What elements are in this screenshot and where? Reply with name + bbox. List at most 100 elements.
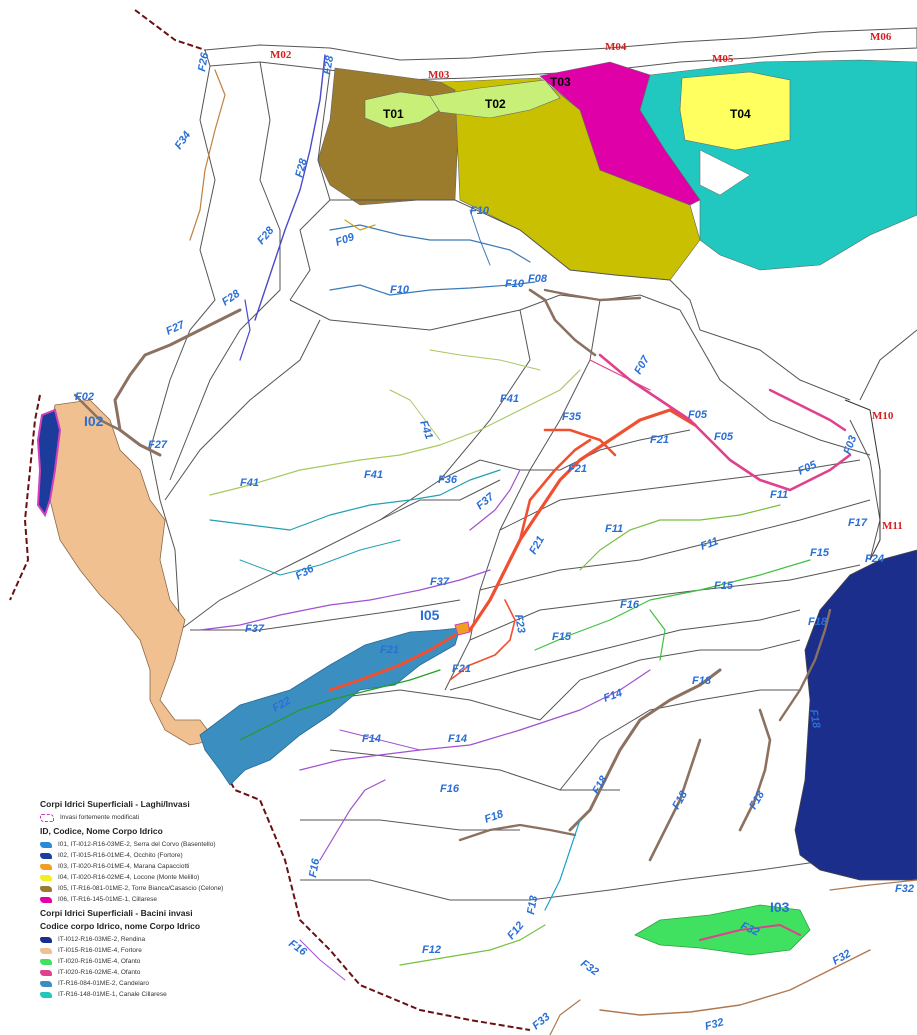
legend-basin-item: IT-I020-R16-02ME-4, Ofanto (40, 967, 290, 978)
zone-t01-core (364, 91, 441, 129)
legend-lake-swatch (40, 841, 52, 848)
map-legend: Corpi Idrici Superficiali - Laghi/Invasi… (40, 796, 290, 1000)
legend-lake-item: I02, IT-I015-R16-01ME-4, Occhito (Fortor… (40, 850, 290, 861)
zone-t02-core (429, 79, 561, 119)
svg-text:F17: F17 (848, 517, 868, 529)
svg-text:F14: F14 (362, 733, 381, 745)
svg-text:T03: T03 (550, 75, 571, 89)
legend-lake-list: I01, IT-I012-R16-03ME-2, Serra del Corvo… (40, 839, 290, 905)
svg-text:F21: F21 (650, 434, 669, 446)
svg-text:F05: F05 (688, 409, 708, 421)
svg-text:F37: F37 (245, 623, 265, 635)
svg-text:F27: F27 (148, 439, 168, 451)
svg-text:F21: F21 (452, 663, 471, 675)
svg-text:F21: F21 (568, 463, 587, 475)
legend-lake-item: I04, IT-I020-R16-02ME-4, Locone (Monte M… (40, 872, 290, 883)
legend-basin-label: IT-I020-R16-02ME-4, Ofanto (58, 969, 141, 976)
svg-text:F32: F32 (704, 1016, 725, 1033)
legend-lake-label: I01, IT-I012-R16-03ME-2, Serra del Corvo… (58, 841, 216, 848)
svg-text:F02: F02 (75, 391, 94, 403)
legend-basin-swatch (40, 958, 52, 965)
svg-text:F35: F35 (562, 411, 582, 423)
legend-title-lakes: Corpi Idrici Superficiali - Laghi/Invasi (40, 799, 190, 809)
legend-basin-label: IT-I015-R16-01ME-4, Fortore (58, 947, 142, 954)
zone-t01-area (317, 67, 461, 206)
svg-text:F32: F32 (895, 883, 914, 895)
svg-text:F14: F14 (448, 733, 467, 745)
lake-i05-core (454, 621, 471, 636)
svg-text:F36: F36 (438, 474, 458, 486)
invasi-swatch (40, 813, 54, 822)
svg-text:T02: T02 (485, 97, 506, 111)
svg-text:M11: M11 (882, 520, 903, 532)
legend-lake-swatch (40, 874, 52, 881)
legend-basin-item: IT-I020-R16-01ME-4, Ofanto (40, 956, 290, 967)
legend-invasi-label: Invasi fortemente modificati (60, 814, 140, 821)
svg-text:F26: F26 (196, 51, 211, 73)
svg-text:F11: F11 (605, 523, 623, 535)
legend-subtitle-lakes: ID, Codice, Nome Corpo Idrico (40, 826, 163, 836)
svg-text:F41: F41 (240, 477, 259, 489)
svg-text:F15: F15 (714, 580, 734, 592)
legend-lake-swatch (40, 885, 52, 892)
svg-text:T04: T04 (730, 107, 751, 121)
legend-basin-swatch (40, 991, 52, 998)
legend-basin-label: IT-R16-148-01ME-1, Canale Cillarese (58, 991, 167, 998)
svg-text:M05: M05 (712, 53, 734, 65)
svg-text:F15: F15 (552, 631, 572, 643)
lake-labels: I02 I03 I05 (84, 413, 790, 915)
svg-text:F15: F15 (810, 547, 830, 559)
legend-lake-label: I06, IT-R16-145-01ME-1, Cillarese (58, 896, 157, 903)
legend-basin-item: IT-R16-084-01ME-2, Candelaro (40, 978, 290, 989)
legend-lake-swatch (40, 863, 52, 870)
svg-text:F18: F18 (692, 675, 712, 687)
svg-text:F24: F24 (865, 553, 884, 565)
legend-basin-item: IT-I015-R16-01ME-4, Fortore (40, 945, 290, 956)
marine-labels: M02 M03 M04 M05 M06 M10 M11 (270, 31, 903, 532)
svg-text:F18: F18 (807, 708, 822, 730)
legend-lake-label: I04, IT-I020-R16-02ME-4, Locone (Monte M… (58, 874, 200, 881)
svg-text:M10: M10 (872, 410, 894, 422)
legend-lake-swatch (40, 896, 52, 903)
svg-text:F11: F11 (770, 489, 788, 501)
svg-text:F16: F16 (307, 857, 322, 879)
svg-text:F16: F16 (440, 783, 460, 795)
legend-lake-swatch (40, 852, 52, 859)
svg-text:M06: M06 (870, 31, 892, 43)
legend-lake-item: I01, IT-I012-R16-03ME-2, Serra del Corvo… (40, 839, 290, 850)
legend-basin-swatch (40, 980, 52, 987)
legend-lake-item: I05, IT-R16-081-01ME-2, Torre Bianca/Cas… (40, 883, 290, 894)
svg-text:F41: F41 (364, 469, 383, 481)
svg-text:I02: I02 (84, 413, 104, 429)
svg-text:F37: F37 (430, 576, 450, 588)
legend-basin-swatch (40, 936, 52, 943)
legend-basin-label: IT-R16-084-01ME-2, Candelaro (58, 980, 150, 987)
svg-text:M04: M04 (605, 41, 627, 53)
legend-basin-label: IT-I012-R16-03ME-2, Rendina (58, 936, 146, 943)
svg-text:I05: I05 (420, 607, 440, 623)
svg-text:M02: M02 (270, 49, 292, 61)
rivers (73, 54, 917, 1035)
svg-text:M03: M03 (428, 69, 450, 81)
svg-text:F16: F16 (620, 599, 640, 611)
basin-outlines (149, 61, 917, 901)
legend-invasi-row: Invasi fortemente modificati (40, 812, 290, 823)
svg-text:I03: I03 (770, 899, 790, 915)
sea-dark-region (794, 549, 917, 881)
zone-t04-core (679, 71, 791, 151)
svg-text:F05: F05 (714, 431, 734, 443)
legend-lake-item: I03, IT-I020-R16-01ME-4, Marana Capaccio… (40, 861, 290, 872)
transitional-labels: T01 T02 T03 T04 (383, 75, 751, 121)
svg-text:F18: F18 (808, 616, 828, 628)
svg-text:F23: F23 (512, 613, 527, 634)
legend-lake-item: I06, IT-R16-145-01ME-1, Cillarese (40, 894, 290, 905)
svg-text:F21: F21 (380, 644, 399, 656)
svg-text:F41: F41 (500, 393, 519, 405)
svg-text:F11: F11 (699, 535, 720, 552)
legend-basin-swatch (40, 969, 52, 976)
legend-title-basins: Corpi Idrici Superficiali - Bacini invas… (40, 908, 193, 918)
legend-basin-item: IT-R16-148-01ME-1, Canale Cillarese (40, 989, 290, 1000)
lake-i02 (36, 408, 62, 518)
